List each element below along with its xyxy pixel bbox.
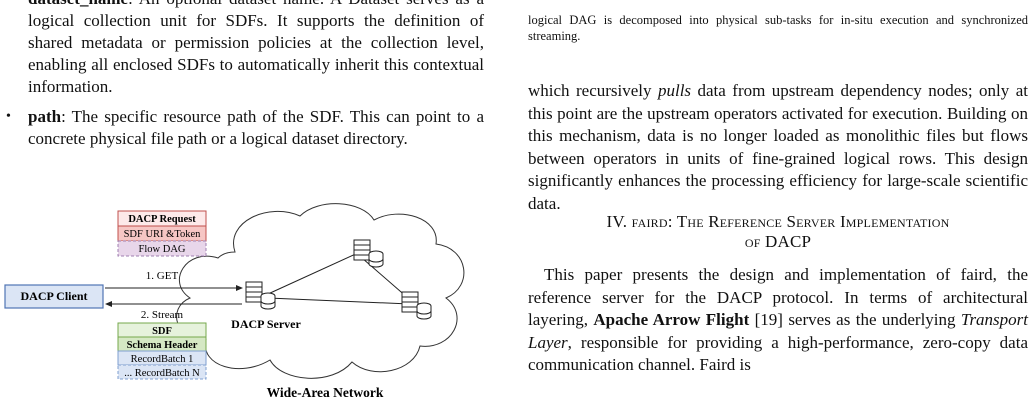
bullet-dot: • (6, 0, 11, 10)
dacp-server-label: DACP Server (231, 317, 301, 331)
stream-label: 2. Stream (141, 309, 184, 321)
dacp-client-label: DACP Client (21, 289, 88, 303)
bold-arrow-flight: Apache Arrow Flight (593, 310, 750, 329)
request-flow-dag: Flow DAG (139, 244, 186, 255)
bullet-text-path: : The specific resource path of the SDF.… (28, 107, 484, 148)
stream-arrowhead (105, 301, 112, 307)
link-server-top (267, 251, 361, 295)
recordbatch-n: ... RecordBatch N (124, 368, 200, 379)
dacp-client-box (4, 284, 104, 309)
bullet-path: • path: The specific resource path of th… (6, 106, 484, 150)
server-icon (401, 291, 432, 320)
recordbatch-n-box (117, 364, 207, 380)
section-heading-line2: of DACP (744, 232, 812, 251)
schema-header: Schema Header (127, 340, 198, 351)
request-title: DACP Request (128, 214, 196, 225)
section-heading-line1: faird: The Reference Server Implementati… (631, 212, 950, 231)
wide-area-network-label: Wide-Area Network (267, 385, 384, 400)
get-arrowhead (236, 285, 243, 291)
paragraph-pull-mechanism: which recursively pulls data from upstre… (528, 81, 1028, 213)
bullet-dot: • (6, 109, 11, 124)
bullet-text-dataset-name: : An optional dataset name. A Dataset se… (28, 0, 484, 96)
recordbatch-1: RecordBatch 1 (131, 354, 194, 365)
wide-area-network-cloud (176, 203, 465, 379)
figure-caption-tail: logical DAG is decomposed into physical … (528, 13, 1028, 43)
sdf-title: SDF (152, 326, 172, 337)
dacp-architecture-figure: DACP Request SDF URI &Token Flow DAG DAC… (4, 203, 465, 400)
term-dataset-name: dataset_name (28, 0, 128, 8)
section-heading: IV. faird: The Reference Server Implemen… (528, 212, 1028, 252)
request-uri-token: SDF URI &Token (124, 229, 202, 240)
server-icon (353, 239, 384, 268)
server-icon (245, 281, 276, 310)
emphasis-transport-layer: Transport Layer (528, 310, 1029, 352)
term-path: path (28, 107, 62, 126)
emphasis-pulls: pulls (657, 81, 692, 100)
bullet-dataset-name: • dataset_name: An optional dataset name… (6, 0, 484, 98)
request-flowdag-box (117, 240, 207, 257)
get-label: 1. GET (146, 270, 179, 282)
link-server-right (267, 297, 411, 305)
paragraph-faird-intro: This paper presents the design and imple… (528, 265, 1029, 374)
